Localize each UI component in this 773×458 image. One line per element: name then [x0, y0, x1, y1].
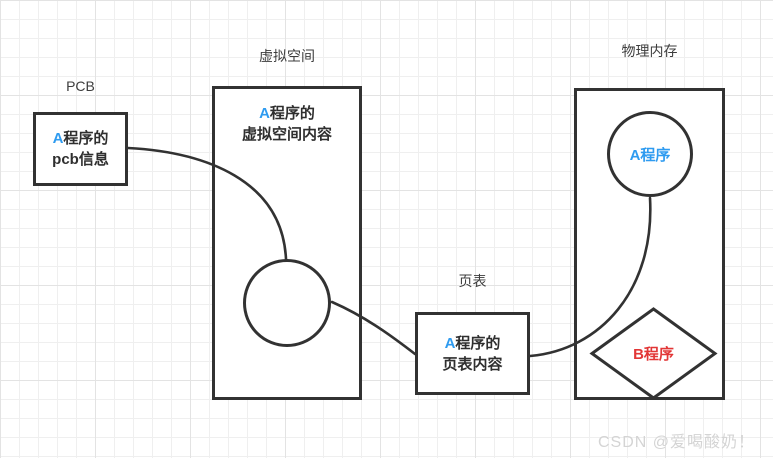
- label-pcb: PCB: [66, 78, 95, 94]
- node-virtual-space-box: A程序的 虚拟空间内容: [212, 86, 362, 400]
- label-physical-memory: 物理内存: [621, 43, 678, 59]
- node-pcb-info-line1: A程序的: [52, 130, 109, 147]
- csdn-watermark: CSDN @爱喝酸奶！: [597, 434, 755, 451]
- node-virtual-space-circle: [243, 259, 331, 347]
- node-pcb-info-box: A程序的 pcb信息: [33, 112, 128, 186]
- node-virtual-space-line2: 虚拟空间内容: [241, 126, 332, 143]
- node-page-table-line2: 页表内容: [442, 355, 503, 373]
- node-a-program-circle-label: A程序: [629, 146, 671, 164]
- label-virtual-space: 虚拟空间: [259, 48, 315, 64]
- node-virtual-space-line1: A程序的: [259, 105, 315, 122]
- node-page-table-line1: A程序的: [444, 334, 501, 352]
- node-pcb-info-line2: pcb信息: [52, 151, 109, 168]
- node-b-program-diamond-label: B程序: [633, 346, 674, 363]
- label-page-table: 页表: [458, 273, 487, 289]
- node-page-table-box: A程序的 页表内容: [415, 312, 530, 395]
- node-a-program-circle: A程序: [607, 111, 693, 197]
